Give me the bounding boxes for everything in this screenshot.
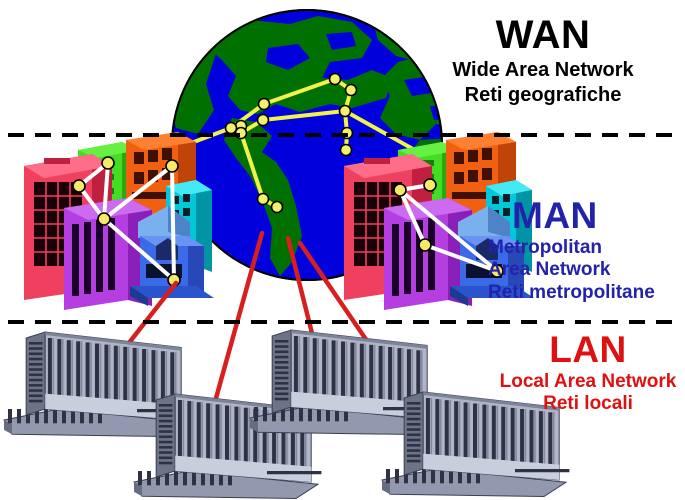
sea-inner-2: [326, 32, 356, 50]
lan-subtitle-it: Reti locali: [543, 393, 633, 415]
tier-dividers: [8, 133, 677, 324]
wan-label-block: WAN Wide Area Network Reti geografiche: [412, 13, 674, 106]
city-cluster-right: [344, 132, 534, 310]
network-node: [101, 156, 115, 170]
man-label-block: MAN Metropolitan Area Network Reti metro…: [488, 196, 684, 304]
network-node: [256, 192, 270, 206]
network-node: [165, 159, 179, 173]
network-node: [328, 72, 342, 86]
network-node: [393, 183, 407, 197]
man-acronym: MAN: [512, 195, 598, 236]
network-node: [339, 143, 353, 157]
city-cluster-left: [24, 132, 214, 310]
lan-building-3: [249, 329, 438, 436]
sea-inner-1: [266, 44, 310, 70]
man-network-right-nodes: [393, 178, 504, 278]
network-node: [256, 113, 270, 127]
man-subtitle-en-2: Area Network: [488, 259, 611, 281]
man-network-left: [77, 161, 176, 282]
network-node: [490, 264, 504, 278]
wan-acronym: WAN: [495, 13, 591, 57]
network-node: [270, 200, 284, 214]
city-building-blue-church: [450, 206, 534, 306]
network-node: [72, 179, 86, 193]
man-subtitle-it: Reti metropolitane: [488, 281, 655, 303]
wan-subtitle-en: Wide Area Network: [452, 59, 634, 82]
network-node: [97, 212, 111, 226]
lan-label-block: LAN Local Area Network Reti locali: [492, 330, 684, 415]
network-node: [418, 238, 432, 252]
network-node: [338, 104, 352, 118]
lan-building-4: [381, 391, 570, 498]
lan-acronym: LAN: [549, 329, 627, 370]
wan-subtitle-it: Reti geografiche: [464, 83, 622, 106]
network-node: [344, 83, 358, 97]
lan-building-1: [3, 331, 192, 438]
network-node: [257, 97, 271, 111]
lan-building-group: [3, 329, 570, 500]
network-node: [423, 178, 437, 192]
lan-subtitle-en: Local Area Network: [499, 370, 677, 392]
man-network-left-nodes: [72, 156, 181, 287]
man-subtitle-en-1: Metropolitan: [488, 236, 602, 258]
